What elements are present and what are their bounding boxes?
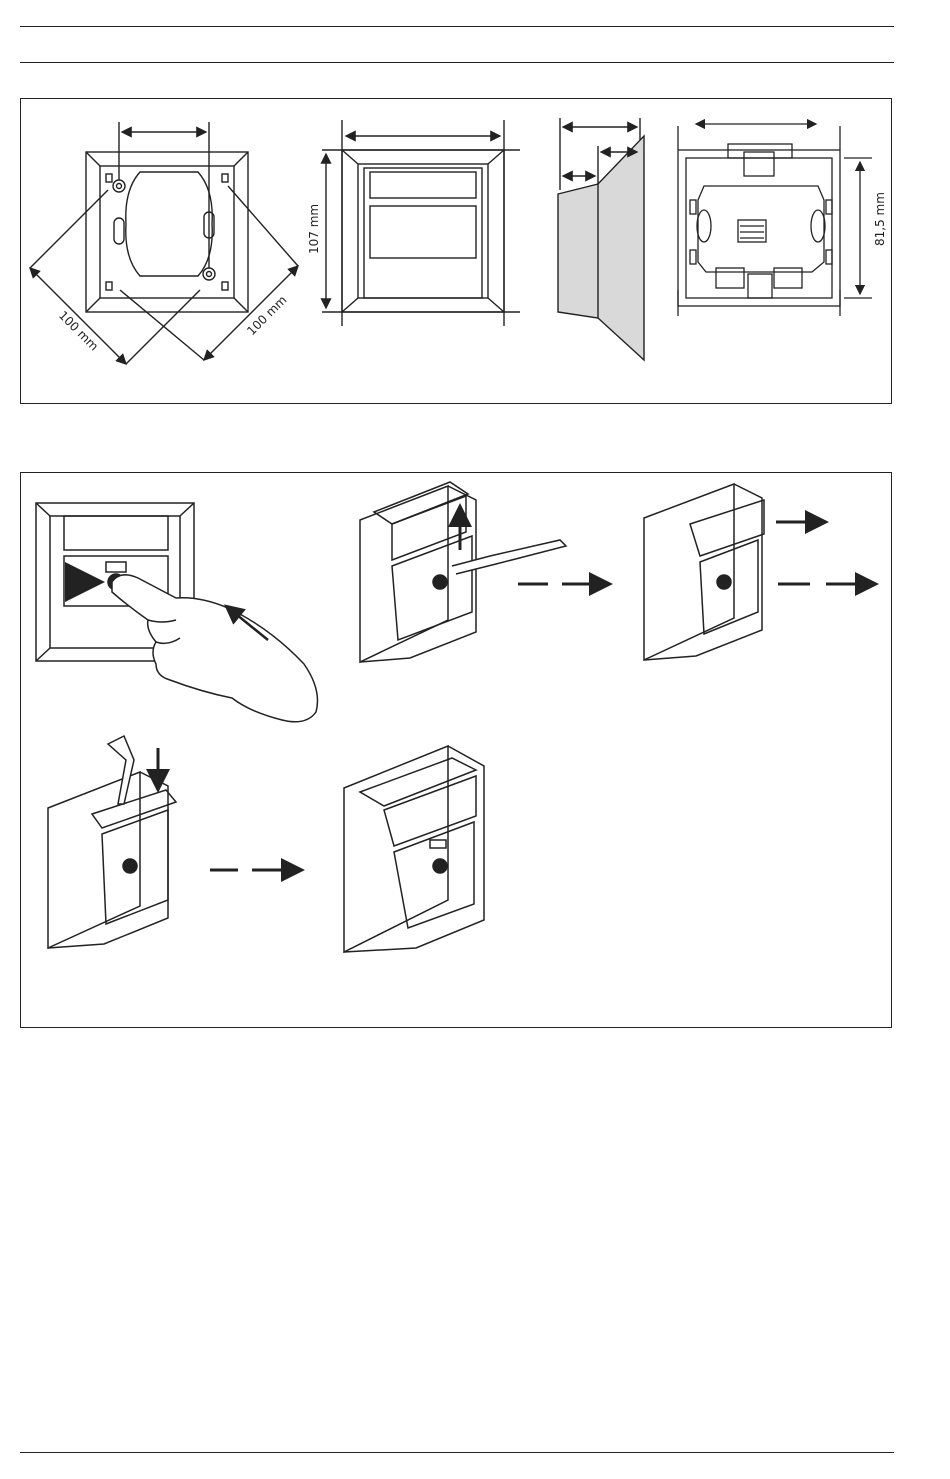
step1-press-button	[36, 503, 318, 722]
dim-label-diagonal-left: 100 mm	[56, 308, 101, 353]
step5-reassembled	[344, 746, 484, 952]
front-view-drawing	[322, 120, 520, 326]
dim-label-inner-height: 81,5 mm	[873, 192, 887, 246]
step4-reset-key	[48, 736, 302, 948]
inner-view-drawing	[678, 124, 872, 316]
dim-label-diagonal-right: 100 mm	[244, 293, 289, 338]
side-view-drawing	[558, 118, 644, 360]
step2-insert-key	[360, 482, 610, 662]
dim-label-height: 107 mm	[307, 204, 321, 254]
step3-remove-cover	[644, 484, 876, 660]
